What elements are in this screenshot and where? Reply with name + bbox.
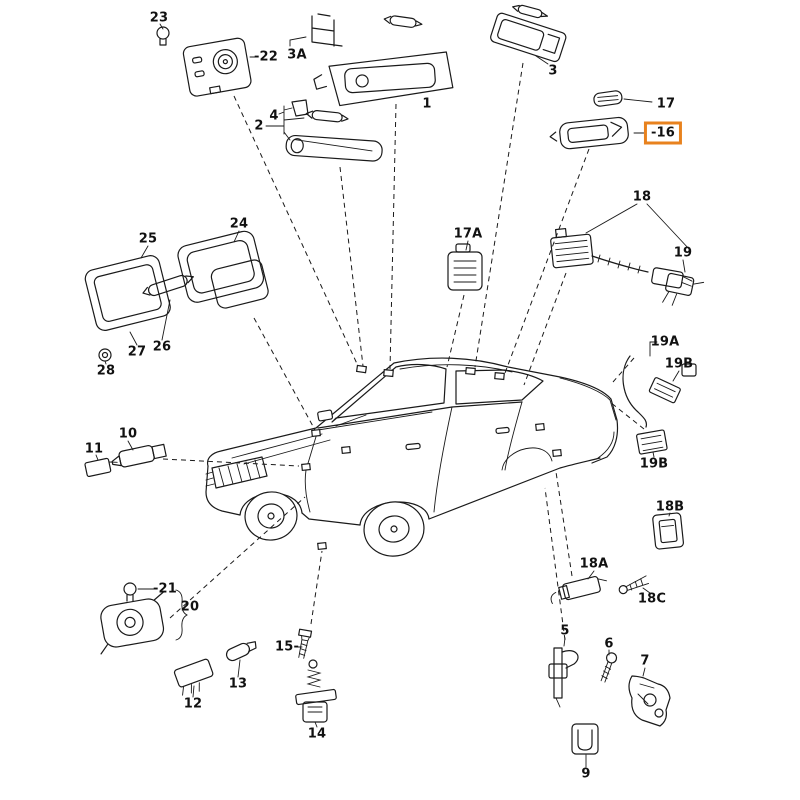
label-leaders <box>95 23 691 768</box>
part-label-11[interactable]: 11 <box>84 441 104 457</box>
part-label-17A[interactable]: 17A <box>453 226 483 242</box>
part-label-17[interactable]: 17 <box>656 96 676 112</box>
part-18-module <box>550 227 594 269</box>
part-19b-upper-connector <box>648 377 681 404</box>
part-label-7[interactable]: 7 <box>640 653 650 669</box>
part-9-plate <box>571 723 599 755</box>
part-label-4[interactable]: 4 <box>269 108 279 124</box>
part-6-screw <box>600 652 618 683</box>
part-label-5[interactable]: 5 <box>560 623 570 639</box>
part-24-lens <box>210 259 269 309</box>
part-label-19B-lower[interactable]: 19B <box>639 456 669 472</box>
part-26-festoon-bulb <box>142 274 194 297</box>
part-label-6[interactable]: 6 <box>604 636 614 652</box>
car-illustration <box>205 357 619 557</box>
leader-lines <box>162 62 645 641</box>
part-1-festoon-bulb <box>383 15 423 28</box>
part-18b-switch <box>652 512 685 550</box>
part-18-cable-wrap <box>597 254 641 274</box>
part-7-lock <box>628 675 671 727</box>
part-label-18C[interactable]: 18C <box>637 591 667 607</box>
part-label-14[interactable]: 14 <box>307 726 327 742</box>
part-17-lamp <box>593 90 623 107</box>
part-label-18B[interactable]: 18B <box>655 499 685 515</box>
part-20-lamp <box>100 591 165 655</box>
part-1-dome-light <box>313 51 454 107</box>
part-label-18[interactable]: 18 <box>632 189 652 205</box>
part-19-connector <box>662 272 705 306</box>
part-13-bulb <box>225 641 257 662</box>
part-3a-bracket <box>311 13 343 47</box>
part-label-25[interactable]: 25 <box>138 231 158 247</box>
part-25-frame <box>84 255 171 331</box>
part-label-19[interactable]: 19 <box>673 245 693 261</box>
part-label-22[interactable]: -22 <box>253 49 279 65</box>
part-label-9[interactable]: 9 <box>581 766 591 782</box>
part-label-16[interactable]: -16 <box>643 121 683 145</box>
part-4-bracket <box>291 99 309 117</box>
part-11-connector <box>84 457 118 478</box>
part-2-festoon-bulb <box>305 109 349 123</box>
part-3-lamp <box>490 12 567 63</box>
part-18-connector <box>651 267 693 289</box>
part-28-grommet <box>98 348 112 362</box>
part-label-23[interactable]: 23 <box>149 10 169 26</box>
part-3-festoon-bulb <box>512 4 549 19</box>
part-label-2[interactable]: 2 <box>254 118 264 134</box>
part-label-1[interactable]: 1 <box>422 96 432 112</box>
part-label-13[interactable]: 13 <box>228 676 248 692</box>
part-label-19B-upper[interactable]: 19B <box>664 356 694 372</box>
part-21-bulb <box>123 582 137 602</box>
part-label-21[interactable]: -21 <box>152 581 178 597</box>
part-label-3A[interactable]: 3A <box>287 47 307 63</box>
part-18c-screw <box>618 575 650 595</box>
part-2-lens-housing <box>285 134 383 162</box>
part-5-door-check <box>548 647 579 708</box>
part-label-20[interactable]: 20 <box>180 599 200 615</box>
part-label-18A[interactable]: 18A <box>579 556 609 572</box>
part-17a-sensor <box>447 243 483 291</box>
part-label-3[interactable]: 3 <box>548 63 558 79</box>
part-label-26[interactable]: 26 <box>152 339 172 355</box>
part-23-bulb <box>156 26 170 46</box>
part-19a-wire <box>622 355 697 428</box>
part-10-switch <box>111 443 167 468</box>
part-22-lamp <box>182 37 252 97</box>
part-14-switch <box>295 659 337 723</box>
part-19b-lower-connector <box>636 429 668 455</box>
part-15-screw <box>298 628 313 659</box>
part-16-lamp <box>549 116 629 150</box>
part-label-12[interactable]: 12 <box>183 696 203 712</box>
part-label-24[interactable]: 24 <box>229 216 249 232</box>
part-label-27[interactable]: 27 <box>127 344 147 360</box>
part-label-28[interactable]: 28 <box>96 363 116 379</box>
part-label-19A[interactable]: 19A <box>650 334 680 350</box>
part-18a-switch <box>550 575 607 605</box>
part-label-10[interactable]: 10 <box>118 426 138 442</box>
part-18-cable <box>591 255 649 273</box>
part-12-connector <box>173 658 214 696</box>
part-24-frame <box>177 230 265 303</box>
part-label-15[interactable]: 15- <box>274 639 300 655</box>
